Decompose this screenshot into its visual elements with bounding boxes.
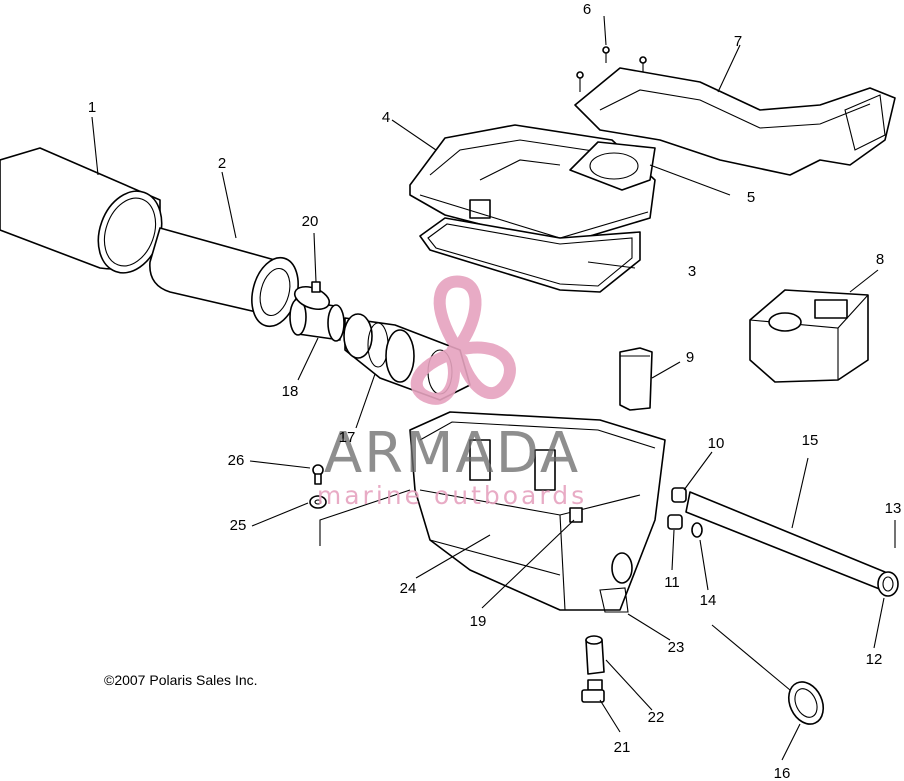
part-12-tube-end-fitting <box>877 571 899 597</box>
copyright-notice: ©2007 Polaris Sales Inc. <box>104 672 258 688</box>
callout-20: 20 <box>302 213 319 230</box>
callout-5: 5 <box>747 189 755 206</box>
callout-21: 21 <box>614 739 631 756</box>
callout-14: 14 <box>700 592 717 609</box>
part-25-washer <box>309 495 327 509</box>
part-17-intake-boot <box>343 313 471 401</box>
part-26-screw <box>312 464 324 485</box>
callout-11: 11 <box>664 574 680 591</box>
callout-25: 25 <box>230 517 247 534</box>
callout-numbers: 1 2 3 4 5 6 7 8 9 10 11 12 13 14 15 16 1… <box>88 1 902 781</box>
part-9-foam-strip <box>619 347 653 411</box>
part-2-air-filter-element <box>149 227 299 328</box>
part-8-foam-block <box>749 289 869 383</box>
watermark-brand: ARMADA <box>324 421 580 486</box>
callout-6: 6 <box>583 1 591 18</box>
part-23-housing-bracket <box>599 587 629 613</box>
propeller-icon <box>410 275 516 405</box>
part-3-cover-gasket <box>419 217 641 293</box>
part-10-fitting <box>671 487 687 503</box>
callout-26: 26 <box>228 452 245 469</box>
armada-watermark: ARMADA marine outboards <box>317 275 587 510</box>
callout-2: 2 <box>218 155 226 172</box>
callout-18: 18 <box>282 383 299 400</box>
callout-4: 4 <box>382 109 390 126</box>
part-22-drain-sleeve <box>585 635 605 675</box>
watermark-tagline: marine outboards <box>317 481 587 510</box>
callout-22: 22 <box>648 709 665 726</box>
callout-10: 10 <box>708 435 725 452</box>
part-11-grommet <box>667 514 683 530</box>
callout-9: 9 <box>686 349 694 366</box>
callout-24: 24 <box>400 580 417 597</box>
callout-8: 8 <box>876 251 884 268</box>
part-1-foam-filter-sleeve <box>0 147 163 274</box>
callout-7: 7 <box>734 33 742 50</box>
part-15-drain-tube <box>685 491 886 591</box>
part-16-hose-clamp <box>787 681 825 725</box>
callout-13: 13 <box>885 500 902 517</box>
callout-19: 19 <box>470 613 487 630</box>
part-14-o-ring <box>691 522 703 538</box>
callout-17: 17 <box>339 429 356 446</box>
callout-3: 3 <box>688 263 696 280</box>
part-5-seal-plate <box>569 141 656 191</box>
callout-16: 16 <box>774 765 791 781</box>
part-19-clip <box>569 507 583 523</box>
part-21-drain-plug <box>581 679 605 703</box>
callout-15: 15 <box>802 432 819 449</box>
callout-23: 23 <box>668 639 685 656</box>
callout-1: 1 <box>88 99 96 116</box>
part-24-airbox-housing <box>409 411 666 611</box>
callout-12: 12 <box>866 651 883 668</box>
leader-lines <box>91 15 896 761</box>
part-7-intake-duct <box>574 67 896 176</box>
